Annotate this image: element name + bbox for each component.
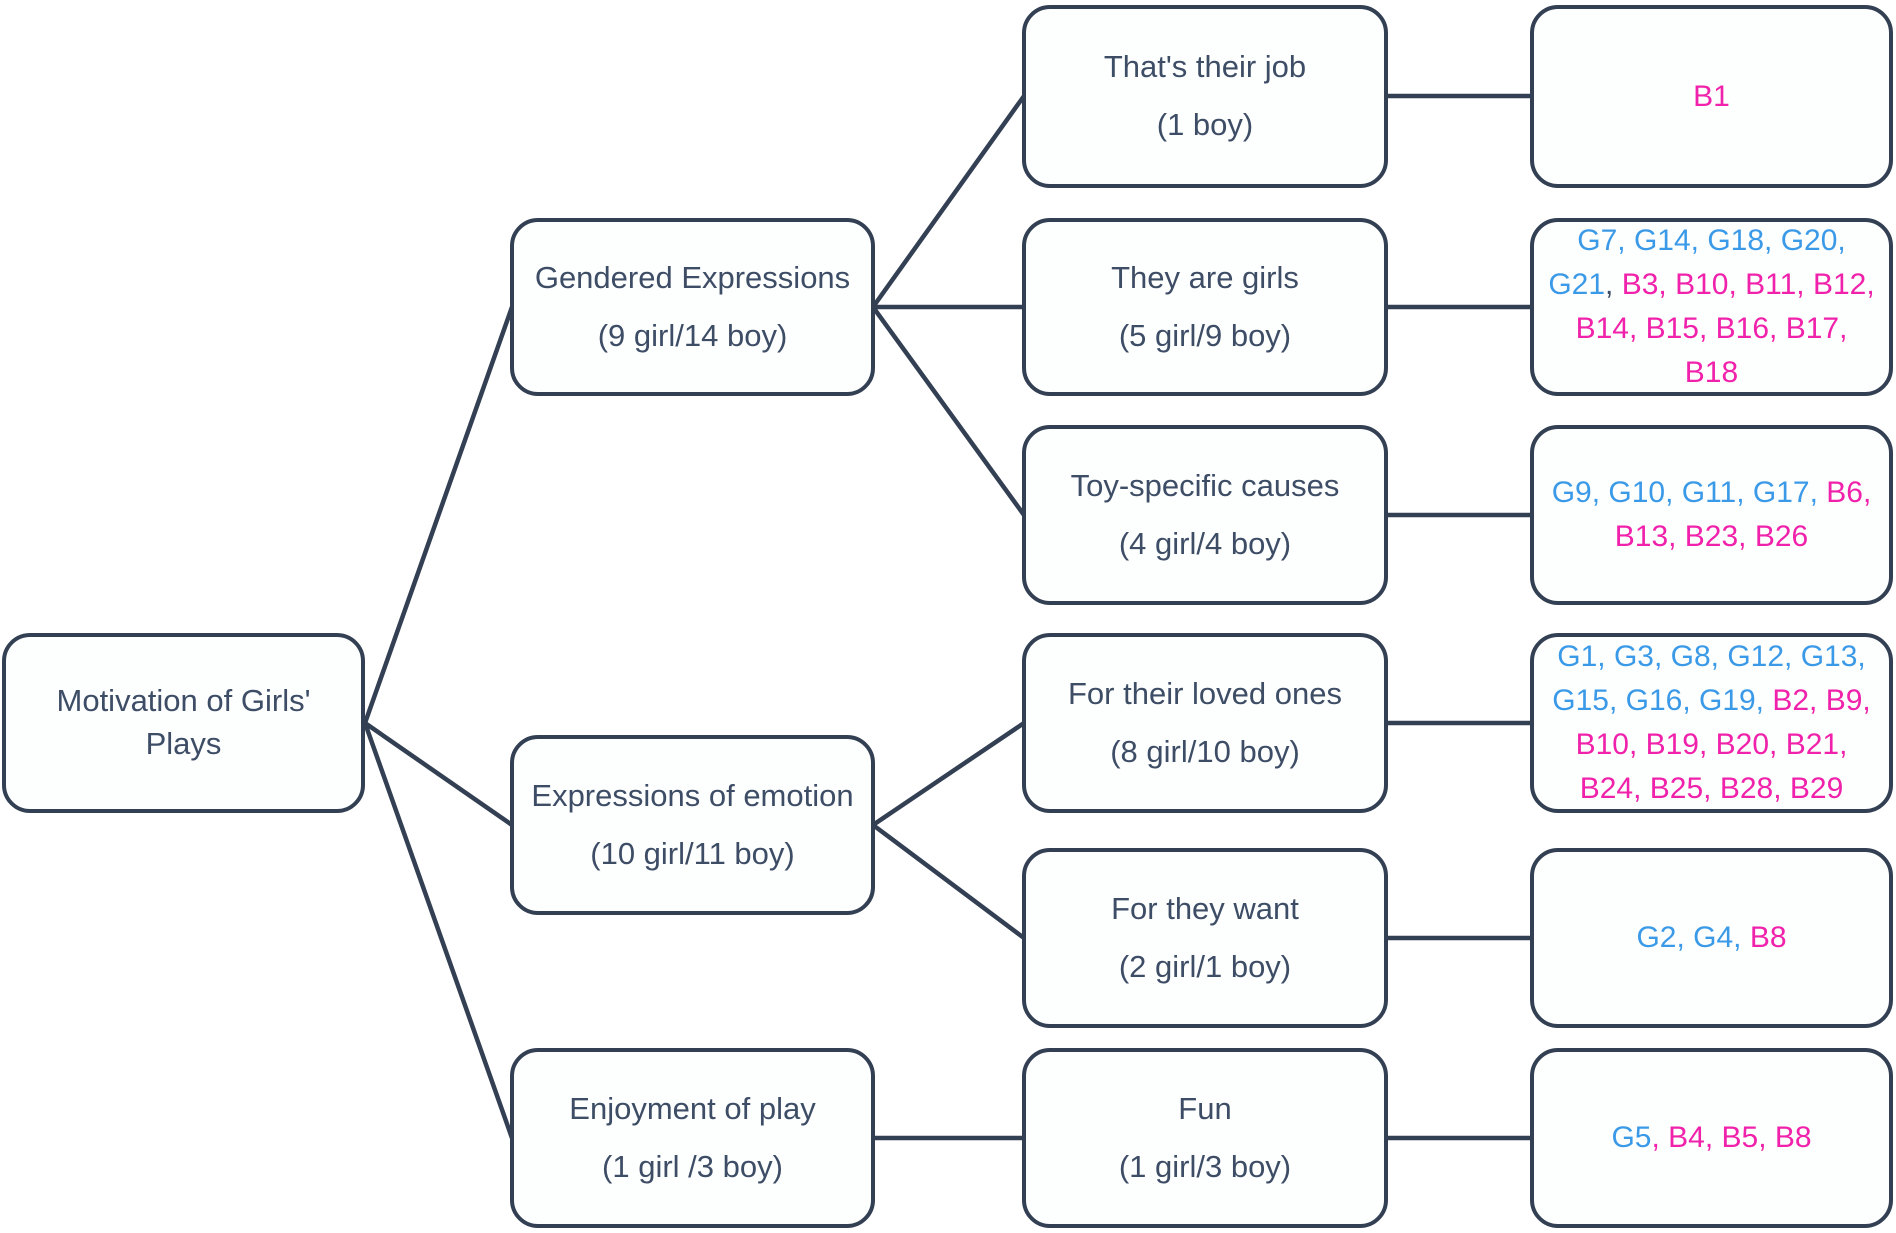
leaf-codes-for-their-loved-ones: G1, G3, G8, G12, G13, G15, G16, G19, B2,…	[1530, 633, 1893, 813]
node-title: Enjoyment of play	[569, 1090, 816, 1126]
node-enjoyment-of-play: Enjoyment of play (1 girl /3 boy)	[510, 1048, 875, 1228]
node-count: (1 boy)	[1156, 107, 1254, 142]
participant-codes: B1	[1693, 79, 1730, 113]
participant-codes: G1, G3, G8, G12, G13, G15, G16, G19, B2,…	[1552, 640, 1871, 805]
node-for-they-want: For they want (2 girl/1 boy)	[1022, 848, 1388, 1028]
node-count: (2 girl/1 boy)	[1118, 948, 1292, 984]
node-title: Toy-specific causes	[1070, 467, 1340, 503]
node-title: Fun	[1178, 1090, 1232, 1126]
node-title: For they want	[1111, 890, 1299, 926]
participant-codes: G7, G14, G18, G20, G21, B3, B10, B11, B1…	[1548, 224, 1875, 389]
connector-gendered-toy	[871, 305, 1026, 517]
node-gendered-expressions: Gendered Expressions (9 girl/14 boy)	[510, 218, 875, 396]
node-they-are-girls: They are girls (5 girl/9 boy)	[1022, 218, 1388, 396]
node-count: (1 girl /3 boy)	[602, 1148, 783, 1184]
node-title: Gendered Expressions	[534, 259, 851, 295]
node-title: For their loved ones	[1068, 675, 1342, 711]
node-count: (5 girl/9 boy)	[1118, 317, 1292, 353]
node-motivation-root: Motivation of Girls' Plays	[2, 633, 365, 813]
node-title: Expressions of emotion	[531, 777, 854, 813]
leaf-codes-fun: G5, B4, B5, B8	[1530, 1048, 1893, 1228]
node-count: (9 girl/14 boy)	[597, 317, 788, 353]
participant-codes: G2, G4, B8	[1636, 921, 1787, 955]
node-count: (4 girl/4 boy)	[1118, 525, 1292, 561]
node-title: Motivation of Girls' Plays	[56, 683, 311, 761]
node-title: That's their job	[1103, 49, 1307, 85]
connector-root-gendered	[362, 306, 515, 724]
connector-gendered-job	[871, 94, 1026, 309]
node-toy-specific-causes: Toy-specific causes (4 girl/4 boy)	[1022, 425, 1388, 605]
connector-root-emotion	[363, 721, 514, 827]
node-for-their-loved-ones: For their loved ones (8 girl/10 boy)	[1022, 633, 1388, 813]
connector-emotion-loved	[871, 721, 1026, 827]
leaf-codes-for-they-want: G2, G4, B8	[1530, 848, 1893, 1028]
connector-root-enjoyment	[362, 722, 515, 1139]
connector-emotion-want	[871, 823, 1026, 940]
participant-codes: G9, G10, G11, G17, B6, B13, B23, B26	[1551, 476, 1872, 553]
node-count: (10 girl/11 boy)	[590, 835, 795, 871]
node-thats-their-job: That's their job (1 boy)	[1022, 5, 1388, 188]
node-count: (8 girl/10 boy)	[1110, 733, 1300, 769]
participant-codes: G5, B4, B5, B8	[1611, 1121, 1812, 1155]
node-fun: Fun (1 girl/3 boy)	[1022, 1048, 1388, 1228]
node-expressions-of-emotion: Expressions of emotion (10 girl/11 boy)	[510, 735, 875, 915]
leaf-codes-thats-their-job: B1	[1530, 5, 1893, 188]
leaf-codes-they-are-girls: G7, G14, G18, G20, G21, B3, B10, B11, B1…	[1530, 218, 1893, 396]
node-title: They are girls	[1111, 259, 1299, 295]
leaf-codes-toy-specific-causes: G9, G10, G11, G17, B6, B13, B23, B26	[1530, 425, 1893, 605]
node-count: (1 girl/3 boy)	[1118, 1148, 1292, 1184]
